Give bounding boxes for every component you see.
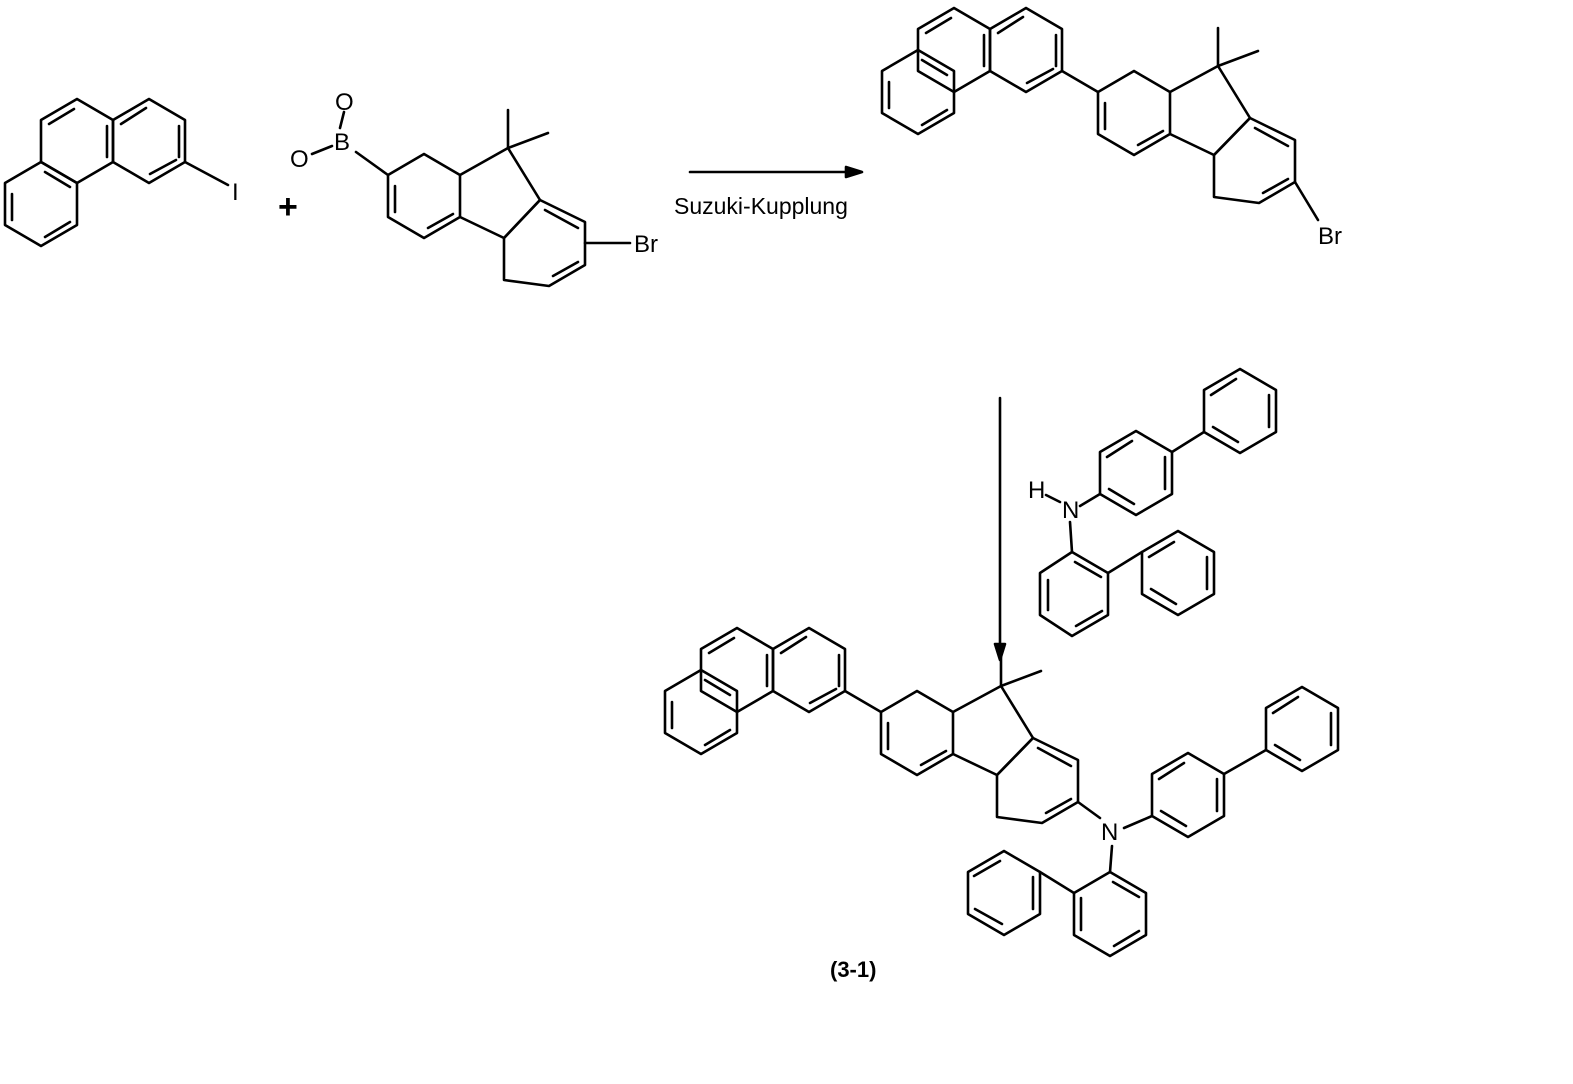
reaction-condition-label: Suzuki-Kupplung <box>674 193 848 219</box>
product-structure: N <box>665 628 1338 956</box>
product-compound-label: (3-1) <box>830 957 876 982</box>
amination-reaction-arrow <box>995 398 1005 660</box>
fluorene-boronate-structure: Br B O O <box>290 89 658 286</box>
intermediate-structure: Br <box>882 8 1342 250</box>
bromine-atom-label: Br <box>634 231 658 258</box>
suzuki-reaction-arrow <box>690 167 862 177</box>
iodophenanthrene-structure: I <box>5 99 239 246</box>
bromine-atom-label: Br <box>1318 223 1342 250</box>
iodine-atom-label: I <box>232 179 239 206</box>
nitrogen-atom-label: N <box>1062 497 1079 524</box>
boron-atom-label: B <box>334 129 350 156</box>
oxygen-atom-label: O <box>290 146 309 173</box>
hydrogen-atom-label: H <box>1028 477 1045 504</box>
plus-sign: + <box>278 188 298 226</box>
nitrogen-atom-label: N <box>1101 819 1118 846</box>
oxygen-atom-label: O <box>335 89 354 116</box>
amine-reagent-structure: H N <box>1028 369 1276 636</box>
